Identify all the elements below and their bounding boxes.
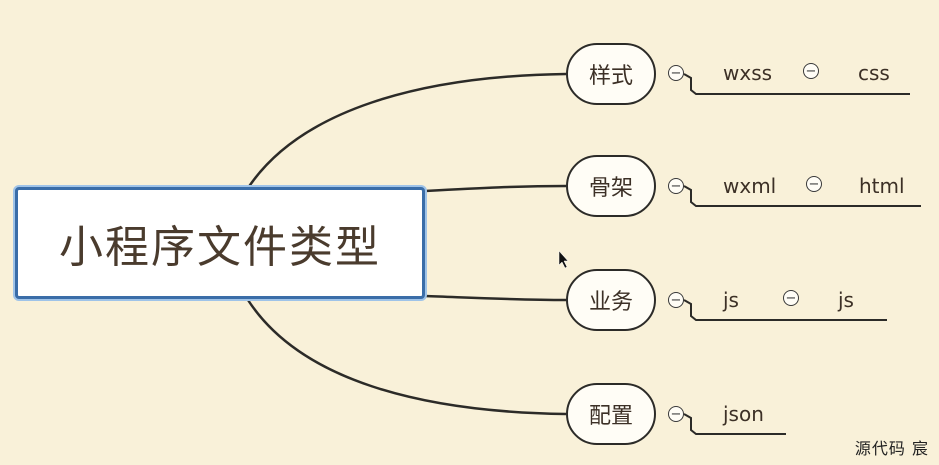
branch-label: 样式 (588, 64, 633, 89)
collapse-leaf-wxss-button[interactable]: − (803, 63, 819, 79)
branch-label: 业务 (588, 290, 633, 315)
minus-icon: − (808, 176, 820, 192)
collapse-branch-skeleton-button[interactable]: − (668, 178, 684, 194)
branch-node-logic[interactable]: 业务 (566, 269, 656, 331)
leaf-css[interactable]: css (858, 61, 890, 85)
collapse-branch-styles-button[interactable]: − (668, 65, 684, 81)
leaf-js[interactable]: js (723, 288, 739, 312)
connector-root-branch-1 (246, 72, 567, 189)
minus-icon: − (670, 406, 682, 422)
leaf-line-3 (683, 299, 887, 321)
connector-root-branch-4 (246, 299, 567, 416)
branch-node-skeleton[interactable]: 骨架 (566, 155, 656, 217)
minus-icon: − (785, 290, 797, 306)
collapse-branch-config-button[interactable]: − (668, 406, 684, 422)
leaf-line-2 (683, 185, 921, 207)
root-topic[interactable]: 小程序文件类型 (15, 187, 425, 299)
branch-label: 配置 (588, 404, 633, 429)
branch-label: 骨架 (588, 176, 633, 201)
collapse-branch-logic-button[interactable]: − (668, 292, 684, 308)
leaf-html[interactable]: html (859, 174, 905, 198)
root-topic-label: 小程序文件类型 (59, 222, 381, 273)
leaf-json[interactable]: json (723, 402, 764, 426)
leaf-line-4 (683, 413, 786, 435)
leaf-wxss[interactable]: wxss (723, 61, 773, 85)
branch-node-config[interactable]: 配置 (566, 383, 656, 445)
leaf-wxml[interactable]: wxml (723, 174, 777, 198)
minus-icon: − (670, 65, 682, 81)
collapse-leaf-wxml-button[interactable]: − (806, 176, 822, 192)
branch-node-styles[interactable]: 样式 (566, 43, 656, 105)
connector-root-branch-2 (424, 184, 567, 193)
minus-icon: − (670, 292, 682, 308)
minus-icon: − (670, 178, 682, 194)
leaf-js-2[interactable]: js (838, 288, 854, 312)
collapse-leaf-js-button[interactable]: − (783, 290, 799, 306)
watermark-text: 源代码 宸 (854, 439, 929, 458)
mouse-cursor-icon (558, 250, 569, 269)
leaf-line-1 (683, 73, 910, 95)
minus-icon: − (805, 63, 817, 79)
connector-root-branch-3 (424, 294, 567, 302)
